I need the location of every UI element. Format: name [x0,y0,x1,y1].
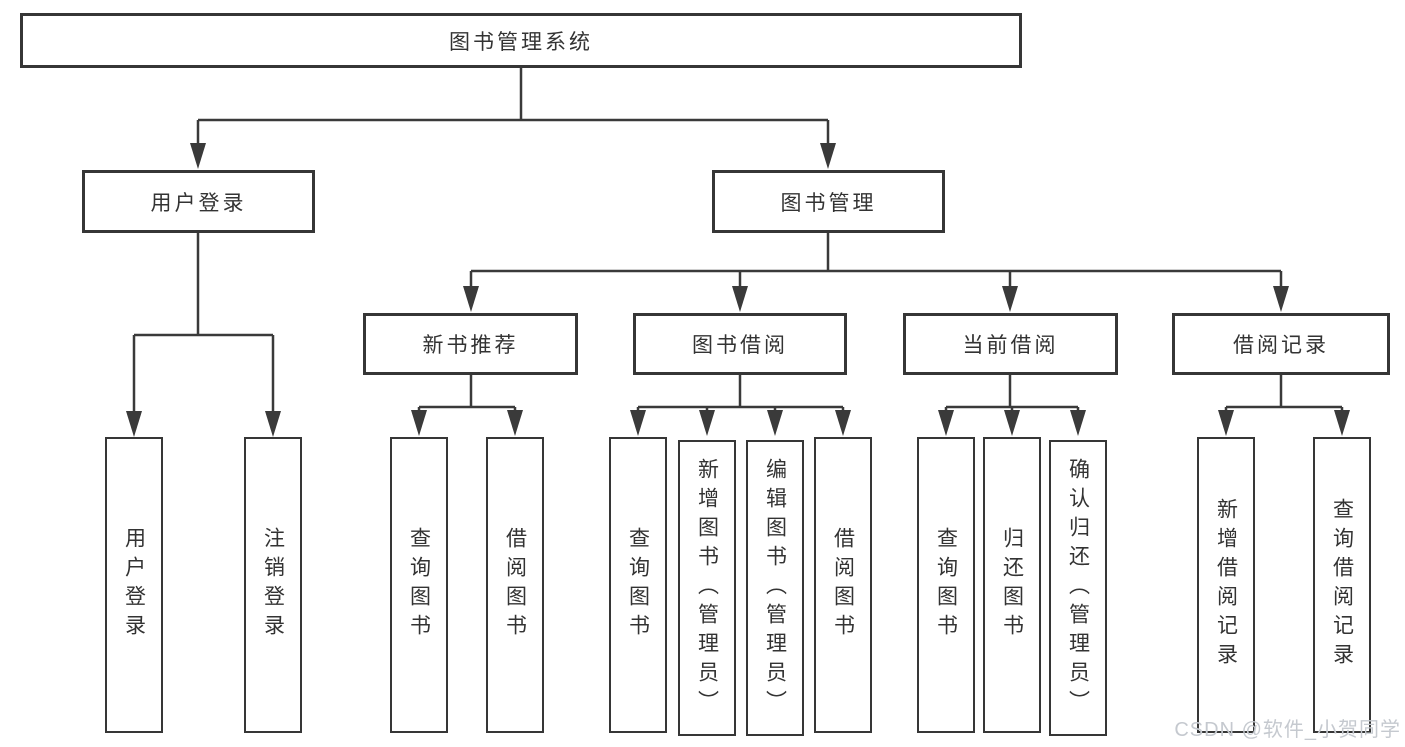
leaf-cb-confirm-return-admin: 确认归还（管理员） [1049,440,1107,736]
node-new-book-recommend: 新书推荐 [363,313,578,375]
leaf-user-login: 用户登录 [105,437,163,733]
leaf-rec-borrow-books: 借阅图书 [486,437,544,733]
leaf-logout: 注销登录 [244,437,302,733]
node-book-management-branch: 图书管理 [712,170,945,233]
leaf-br-query-record: 查询借阅记录 [1313,437,1371,733]
node-root-library-system: 图书管理系统 [20,13,1022,68]
node-user-login-branch: 用户登录 [82,170,315,233]
csdn-watermark: CSDN @软件_小贺同学 [1174,719,1401,741]
node-borrow-records: 借阅记录 [1172,313,1390,375]
leaf-bb-add-books-admin: 新增图书（管理员） [678,440,736,736]
leaf-bb-query-books: 查询图书 [609,437,667,733]
leaf-cb-query-books: 查询图书 [917,437,975,733]
node-book-borrow: 图书借阅 [633,313,847,375]
leaf-rec-query-books: 查询图书 [390,437,448,733]
node-current-borrow: 当前借阅 [903,313,1118,375]
leaf-bb-edit-books-admin: 编辑图书（管理员） [746,440,804,736]
leaf-br-add-record: 新增借阅记录 [1197,437,1255,733]
leaf-cb-return-books: 归还图书 [983,437,1041,733]
leaf-bb-borrow-books: 借阅图书 [814,437,872,733]
